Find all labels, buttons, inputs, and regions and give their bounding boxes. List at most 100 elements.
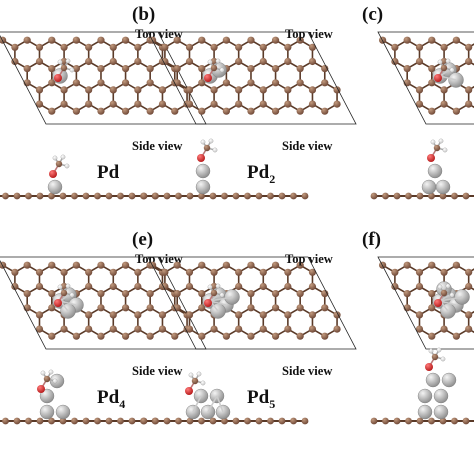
carbon-atom [161, 268, 169, 276]
carbon-atom [109, 43, 117, 51]
carbon-atom [35, 282, 44, 291]
palladium-atom [421, 179, 437, 195]
carbon-atom [13, 417, 21, 425]
carbon-atom [72, 332, 80, 340]
carbon-atom [35, 43, 44, 51]
carbon-atom [415, 268, 424, 276]
oxygen-atom [204, 74, 212, 82]
carbon-atom [210, 325, 218, 333]
carbon-atom [290, 192, 297, 200]
carbon-atom [308, 86, 317, 94]
hydrogen-atom [207, 284, 213, 290]
carbon-atom [109, 325, 117, 333]
graphene-top-view [147, 256, 357, 350]
hydrogen-atom [219, 67, 225, 73]
carbon-atom [185, 43, 194, 51]
carbon-atom [284, 268, 292, 276]
carbon-atom [403, 36, 411, 44]
hydrogen-atom [200, 139, 206, 145]
carbon-atom [308, 282, 317, 291]
oxygen-atom [37, 385, 45, 393]
carbon-atom [72, 79, 80, 87]
carbon-atom [321, 332, 329, 340]
carbon-atom [296, 290, 304, 298]
carbon-atom [244, 417, 251, 425]
carbon-atom [36, 417, 44, 425]
carbon-atom [284, 57, 292, 66]
carbon-atom [134, 100, 142, 108]
carbon-atom [267, 417, 274, 425]
carbon-atom [428, 304, 436, 312]
carbon-atom [403, 65, 411, 73]
hydrogen-atom [69, 67, 75, 73]
carbon-atom [85, 325, 93, 333]
carbon-atom [198, 192, 205, 200]
cluster-label: Pd4 [97, 387, 125, 411]
carbon-atom [415, 100, 424, 108]
carbon-atom [416, 192, 424, 200]
carbon-atom [210, 289, 218, 297]
oxygen-atom [54, 299, 62, 307]
carbon-atom [72, 65, 80, 73]
hydrogen-atom [215, 283, 221, 289]
carbon-atom [284, 86, 292, 94]
hydrogen-atom [445, 58, 451, 64]
panel-letter: (e) [132, 229, 153, 250]
carbon-atom [161, 43, 169, 51]
carbon-atom [462, 192, 470, 200]
carbon-atom [163, 417, 171, 425]
carbon-bonds [152, 264, 338, 337]
carbon-atom [82, 417, 90, 425]
carbon-atom [173, 261, 181, 269]
carbon-atom [85, 282, 93, 291]
graphene-top-view [377, 31, 474, 125]
carbon-atom [393, 192, 401, 200]
carbon-atom [158, 86, 167, 94]
carbon-atom [452, 36, 460, 44]
carbon-atom [255, 417, 263, 425]
panel-letter: (f) [362, 229, 381, 250]
carbon-atom [210, 100, 218, 108]
carbon-atom [35, 311, 44, 319]
carbon-atom [439, 192, 447, 200]
carbon-atom [244, 192, 251, 200]
hydrogen-atom [215, 58, 221, 64]
carbon-atom [185, 100, 194, 108]
carbon-atom [105, 417, 113, 425]
carbon-atom [271, 304, 280, 312]
hydrogen-atom [208, 138, 214, 144]
carbon-atom [247, 304, 255, 312]
carbon-atoms [378, 36, 473, 115]
carbon-atom [185, 325, 194, 333]
carbon-atom [452, 107, 460, 115]
carbon-atom [175, 192, 182, 200]
carbon-atom [185, 268, 194, 276]
carbon-atom [415, 43, 424, 51]
carbon-atom [428, 65, 436, 73]
carbon-atom [128, 417, 136, 425]
carbon-atom [452, 332, 460, 340]
carbon-atom [462, 417, 470, 425]
carbon-atom [433, 144, 441, 152]
carbon-atom [440, 43, 448, 51]
carbon-atom [173, 65, 181, 73]
hydrogen-atom [65, 58, 71, 64]
carbon-atom [247, 36, 255, 44]
carbon-atom [121, 261, 130, 269]
carbon-atom [403, 261, 411, 269]
carbon-atom [60, 43, 68, 51]
carbon-atom [247, 65, 255, 73]
carbon-atom [117, 192, 124, 200]
carbon-atom [271, 65, 280, 73]
cluster-subscript: 4 [119, 397, 125, 411]
graphene-side-view [370, 138, 474, 200]
carbon-atom [48, 107, 56, 115]
pd-cluster-side [47, 154, 70, 195]
hydrogen-atom [60, 154, 66, 160]
carbon-atom [25, 192, 32, 200]
carbon-atom [259, 282, 267, 291]
cluster-label: Pd2 [247, 162, 275, 186]
carbon-atom [60, 86, 68, 94]
